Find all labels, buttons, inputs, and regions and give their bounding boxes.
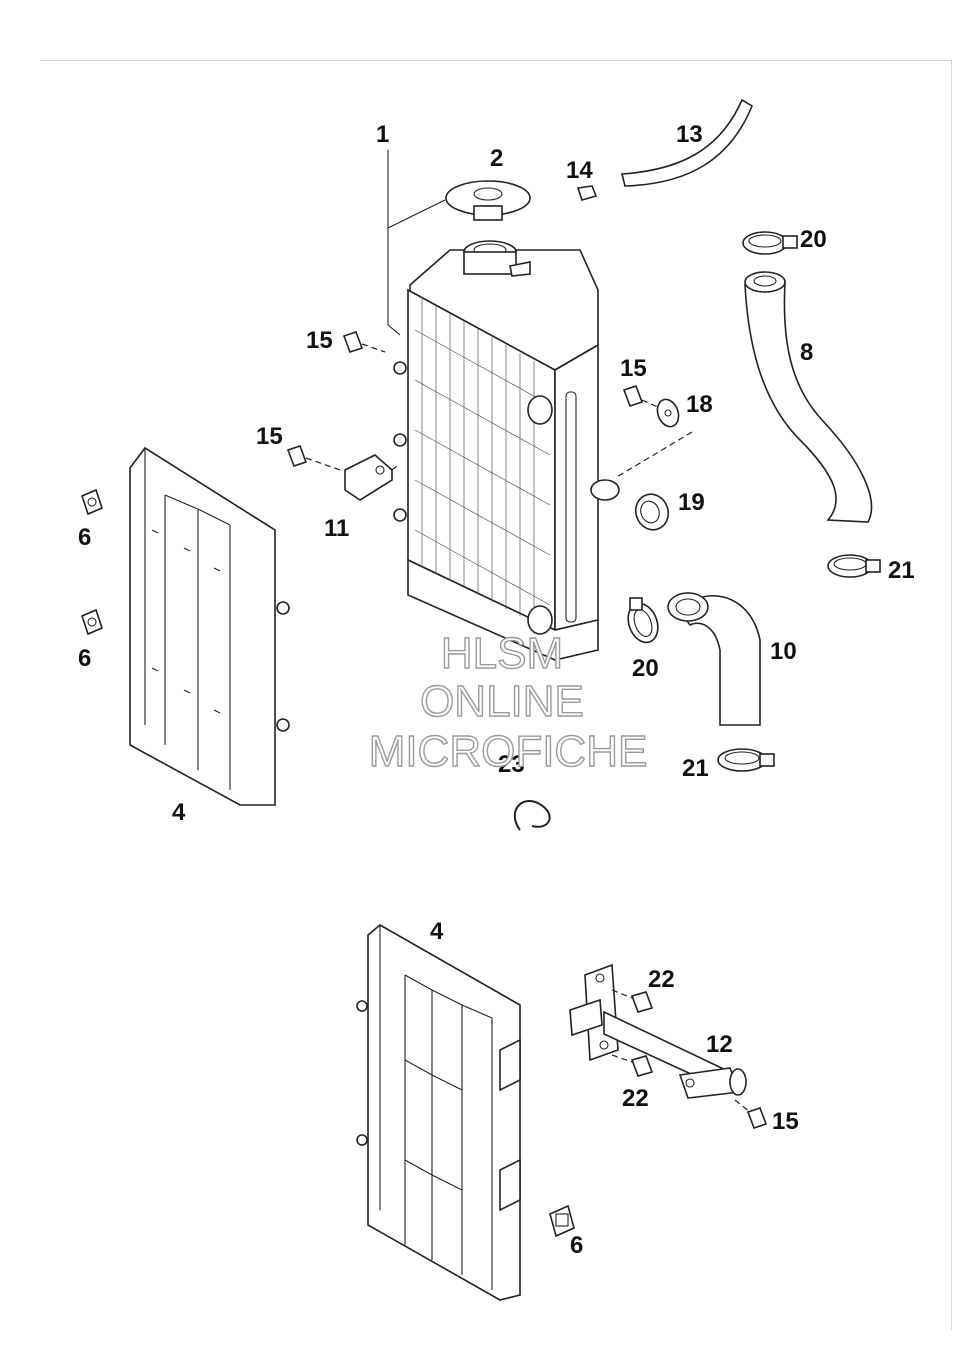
- hose-clamp-lower-right: [827, 554, 881, 578]
- callout-21-lower: 21: [682, 755, 709, 782]
- bolt-22-upper: [611, 989, 654, 1013]
- callout-15-upper-left: 15: [306, 327, 333, 354]
- callout-13: 13: [676, 121, 703, 148]
- callout-6-upper: 6: [78, 524, 91, 551]
- circlip-23: [513, 800, 551, 831]
- callout-2: 2: [490, 145, 503, 172]
- callout-4-upper: 4: [172, 799, 186, 826]
- hose-clamp-bottom: [717, 748, 775, 772]
- watermark-line-2: ONLINE: [420, 677, 584, 726]
- callout-14: 14: [566, 157, 593, 184]
- upper-hose: [744, 271, 873, 523]
- grommet-19: [634, 493, 670, 531]
- support-bracket-12: [569, 963, 747, 1099]
- callout-labels: 1 2 13 14 20 8 15 15 18 15 19 11 6 6 21 …: [78, 121, 915, 1259]
- clip-6-upper: [81, 488, 103, 516]
- clip-6-middle: [81, 608, 103, 636]
- hose-clamp-upper: [742, 231, 798, 255]
- mounting-bracket-11: [344, 454, 399, 501]
- right-border-line: [951, 60, 952, 1330]
- callout-15-right: 15: [620, 355, 647, 382]
- radiator: [393, 240, 620, 661]
- watermark-line-3: MICROFICHE: [369, 727, 648, 776]
- callout-4-lower: 4: [430, 918, 444, 945]
- overflow-hose: [620, 98, 753, 187]
- watermark-line-1: HLSM: [441, 629, 563, 678]
- bolt-15-bottom: [734, 1099, 768, 1130]
- watermark: HLSM ONLINE MICROFICHE: [368, 628, 648, 776]
- bolt-22-lower: [611, 1054, 654, 1077]
- hose-clip: [576, 185, 598, 201]
- callout-1: 1: [376, 121, 389, 148]
- callout-23: 23: [498, 751, 525, 778]
- callout-19: 19: [678, 489, 705, 516]
- callout-6-middle: 6: [78, 645, 91, 672]
- callout-6-bottom: 6: [570, 1232, 583, 1259]
- radiator-core-fins: [414, 297, 551, 623]
- callout-21-upper: 21: [888, 557, 915, 584]
- bolt-15-upper-left: [342, 330, 386, 354]
- radiator-louver-bottom: [356, 924, 521, 1301]
- washer-18: [614, 398, 693, 479]
- radiator-cap: [445, 180, 531, 221]
- callout-22-upper: 22: [648, 966, 675, 993]
- callout-15-bottom: 15: [772, 1108, 799, 1135]
- leader-line-1b: [387, 199, 446, 229]
- bolt-15-middle-left: [286, 444, 341, 471]
- callout-10: 10: [770, 638, 797, 665]
- bolt-15-right: [622, 384, 661, 409]
- leader-line-1: [387, 150, 401, 336]
- callout-12: 12: [706, 1031, 733, 1058]
- callout-11: 11: [324, 515, 349, 542]
- clip-6-bottom: [549, 1204, 575, 1238]
- callout-15-middle-left: 15: [256, 423, 283, 450]
- callout-18: 18: [686, 391, 713, 418]
- radiator-louver-left: [129, 446, 290, 806]
- hose-clamp-middle: [627, 597, 659, 644]
- lower-hose: [667, 592, 761, 726]
- callout-8: 8: [800, 339, 813, 366]
- top-border-line: [40, 60, 952, 61]
- callout-20-lower: 20: [632, 655, 659, 682]
- callout-20-upper: 20: [800, 226, 827, 253]
- callout-22-lower: 22: [622, 1085, 649, 1112]
